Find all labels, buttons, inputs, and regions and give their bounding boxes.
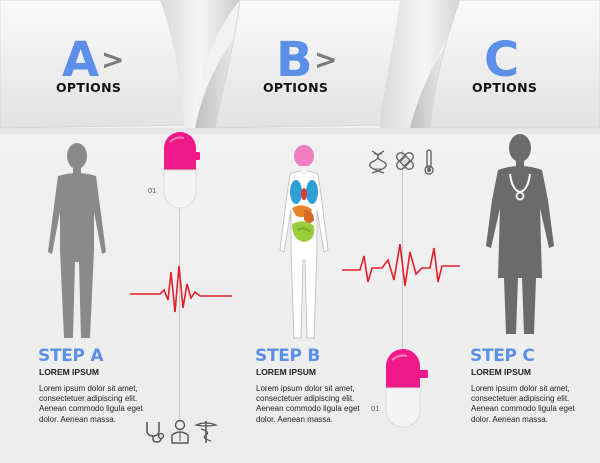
heartbeat-line-b	[342, 243, 460, 287]
step-a-subtitle: LOREM IPSUM	[39, 367, 99, 377]
pill-capsule-top	[163, 132, 200, 209]
option-b-label: OPTIONS	[263, 80, 329, 95]
pill-number-top: 01	[148, 186, 157, 195]
step-b-title: STEP B	[255, 346, 320, 366]
option-b-letter: B	[276, 32, 313, 88]
option-b-chevron: >	[314, 43, 338, 76]
anatomy-body	[279, 145, 329, 339]
step-a-title: STEP A	[38, 346, 104, 366]
stethoscope-icon	[146, 422, 165, 443]
human-silhouette	[48, 143, 106, 338]
lungs-organ	[290, 180, 302, 204]
caduceus-icon	[194, 421, 218, 443]
option-c-label: OPTIONS	[472, 80, 538, 95]
doctor-silhouette	[486, 134, 554, 334]
option-a-chevron: >	[101, 43, 125, 76]
pill-capsule-bottom	[385, 349, 428, 428]
option-c-letter: C	[484, 32, 520, 88]
thermometer-icon	[424, 149, 434, 175]
doctor-icon	[171, 419, 189, 444]
option-a-label: OPTIONS	[56, 80, 122, 95]
step-b-subtitle: LOREM IPSUM	[256, 367, 316, 377]
step-c-subtitle: LOREM IPSUM	[471, 367, 531, 377]
pill-number-bottom: 01	[371, 404, 380, 413]
bandage-icon	[396, 152, 414, 170]
intestine-organ	[292, 221, 315, 242]
step-c-title: STEP C	[470, 346, 535, 366]
connector-line-a	[179, 207, 180, 419]
twisted-ribbon	[0, 0, 600, 134]
dna-icon	[369, 150, 387, 174]
connector-line-c	[402, 150, 403, 352]
heartbeat-line-a	[130, 265, 232, 313]
option-a-letter: A	[62, 32, 100, 88]
step-c-body: Lorem ipsum dolor sit amet, consectetuer…	[471, 384, 575, 424]
brain-organ	[294, 145, 314, 167]
step-a-body: Lorem ipsum dolor sit amet, consectetuer…	[39, 384, 143, 424]
step-b-body: Lorem ipsum dolor sit amet, consectetuer…	[256, 384, 360, 424]
